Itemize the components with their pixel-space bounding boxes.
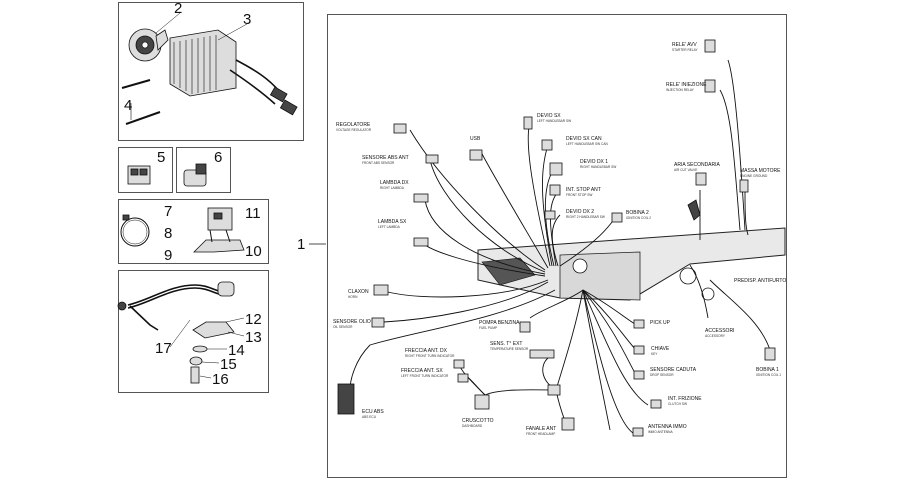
label-pick-up: PICK UP [650,320,671,326]
label-bobina-2-sub: IGNITION COIL 2 [626,216,651,220]
label-antenna-immo-sub: IMMO ANTENNA [648,430,673,434]
harness-wires [349,59,771,434]
label-devio-sx: DEVIO SX [537,113,561,119]
label-accessori: ACCESSORI [705,328,734,334]
label-devio-sx-can-sub: LEFT HANDLEBAR SW CAN [566,142,608,146]
label-fanale-ant: FANALE ANT [526,426,556,432]
label-devio-sx-can: DEVIO SX CAN [566,136,602,142]
ground-cable-part [117,281,235,331]
callout-3: 3 [243,11,252,28]
panel-clamp-relay [118,199,269,264]
label-int-frizione-sub: CLUTCH SW [668,402,687,406]
label-clacson-sub: HORN [348,295,358,299]
label-rele-iniezione: RELE' INIEZIONE [666,82,707,88]
label-sensore-caduta: SENSORE CADUTA [650,367,697,373]
label-clacson: CLAXON [348,289,369,295]
label-antenna-immo: ANTENNA IMMO [648,424,687,430]
label-aria-secondaria-sub: AIR CUT VALVE [674,168,697,172]
harness-labels: REGOLATORE VOLTAGE REGULATOR SENSORE ABS… [333,42,786,436]
label-sens-temp: SENS. T° EXT [490,341,522,347]
label-freccia-dx: FRECCIA ANT. DX [405,348,448,354]
label-fanale-ant-sub: FRONT HEADLAMP [526,432,555,436]
cable-clamp-part [120,214,150,247]
label-freccia-sx: FRECCIA ANT. SX [401,368,443,374]
regulator-part [169,29,298,116]
callout-11: 11 [245,205,261,222]
label-devio-dx-1: DEVIO DX 1 [580,159,608,165]
callout-7: 7 [164,203,173,220]
callout-8: 8 [164,225,173,242]
label-cruscotto-sub: DASHBOARD [462,424,483,428]
callout-13: 13 [245,329,262,346]
label-aria-secondaria: ARIA SECONDARIA [674,162,721,168]
label-lambda-dx: LAMBDA DX [380,180,409,186]
label-massa-motore-sub: ENGINE GROUND [740,174,768,178]
label-devio-dx-1-sub: RIGHT HANDLEBAR SW [580,165,616,169]
label-sensore-olio-sub: OIL SENSOR [333,325,353,329]
connector-5-part [127,165,151,185]
label-int-stop-ant: INT. STOP ANT [566,187,601,193]
label-predisp-antifurto: PREDISP. ANTIFURTO [734,278,786,284]
label-pompa-benzina-sub: FUEL PUMP [479,326,497,330]
connector-6-part [183,163,207,187]
callout-6: 6 [214,149,223,166]
callout-12: 12 [245,311,262,328]
bracket-part [189,321,235,384]
label-chiave: CHIAVE [651,346,670,352]
label-pompa-benzina: POMPA BENZINA [479,320,520,326]
label-bobina-1: BOBINA 1 [756,367,779,373]
callout-15: 15 [220,356,237,373]
label-regolatore: REGOLATORE [336,122,371,128]
label-rele-avv: RELE' AVV [672,42,697,48]
label-int-stop-ant-sub: FRONT STOP SW [566,193,592,197]
label-devio-dx-2: DEVIO DX 2 [566,209,594,215]
label-rele-iniezione-sub: INJECTION RELAY [666,88,695,92]
callout-9: 9 [164,247,173,264]
label-int-frizione: INT. FRIZIONE [668,396,702,402]
callout-2: 2 [174,0,183,17]
label-massa-motore: MASSA MOTORE [740,168,781,174]
callout-17: 17 [155,340,172,357]
callout-5: 5 [157,149,166,166]
callout-1: 1 [297,236,306,253]
label-lambda-dx-sub: RIGHT LAMBDA [380,186,405,190]
label-freccia-sx-sub: LEFT FRONT TURN INDICATOR [401,374,449,378]
label-devio-sx-sub: LEFT HANDLEBAR SW [537,119,571,123]
label-chiave-sub: KEY [651,352,658,356]
label-lambda-sx: LAMBDA SX [378,219,407,225]
relay-part [193,207,245,253]
label-bobina-1-sub: IGNITION COIL 1 [756,373,781,377]
label-regolatore-sub: VOLTAGE REGULATOR [336,128,372,132]
label-accessori-sub: ACCESSORY [705,334,726,338]
label-sensore-olio: SENSORE OLIO [333,319,371,325]
label-usb: USB [470,136,481,142]
harness-connectors [337,39,776,437]
label-sensore-caduta-sub: DROP SENSOR [650,373,674,377]
label-devio-dx-2-sub: RIGHT 2 HANDLEBAR SW [566,215,605,219]
callout-14: 14 [228,342,245,359]
callout-10: 10 [245,243,262,260]
label-freccia-dx-sub: RIGHT FRONT TURN INDICATOR [405,354,455,358]
label-rele-avv-sub: STARTER RELAY [672,48,699,52]
label-ecu-abs: ECU ABS [362,409,384,415]
callout-4: 4 [124,97,133,114]
label-ecu-abs-sub: ABS ECU [362,415,377,419]
callout-16: 16 [212,371,229,388]
horn-part [128,28,169,62]
label-sens-temp-sub: TEMPERATURE SENSOR [490,347,529,351]
screw-parts [121,79,161,125]
label-lambda-sx-sub: LEFT LAMBDA [378,225,401,229]
label-cruscotto: CRUSCOTTO [462,418,494,424]
label-bobina-2: BOBINA 2 [626,210,649,216]
label-sensore-abs-ant: SENSORE ABS ANT [362,155,409,161]
label-sensore-abs-ant-sub: FRONT ABS SENSOR [362,161,395,165]
frame-tube [477,227,786,301]
